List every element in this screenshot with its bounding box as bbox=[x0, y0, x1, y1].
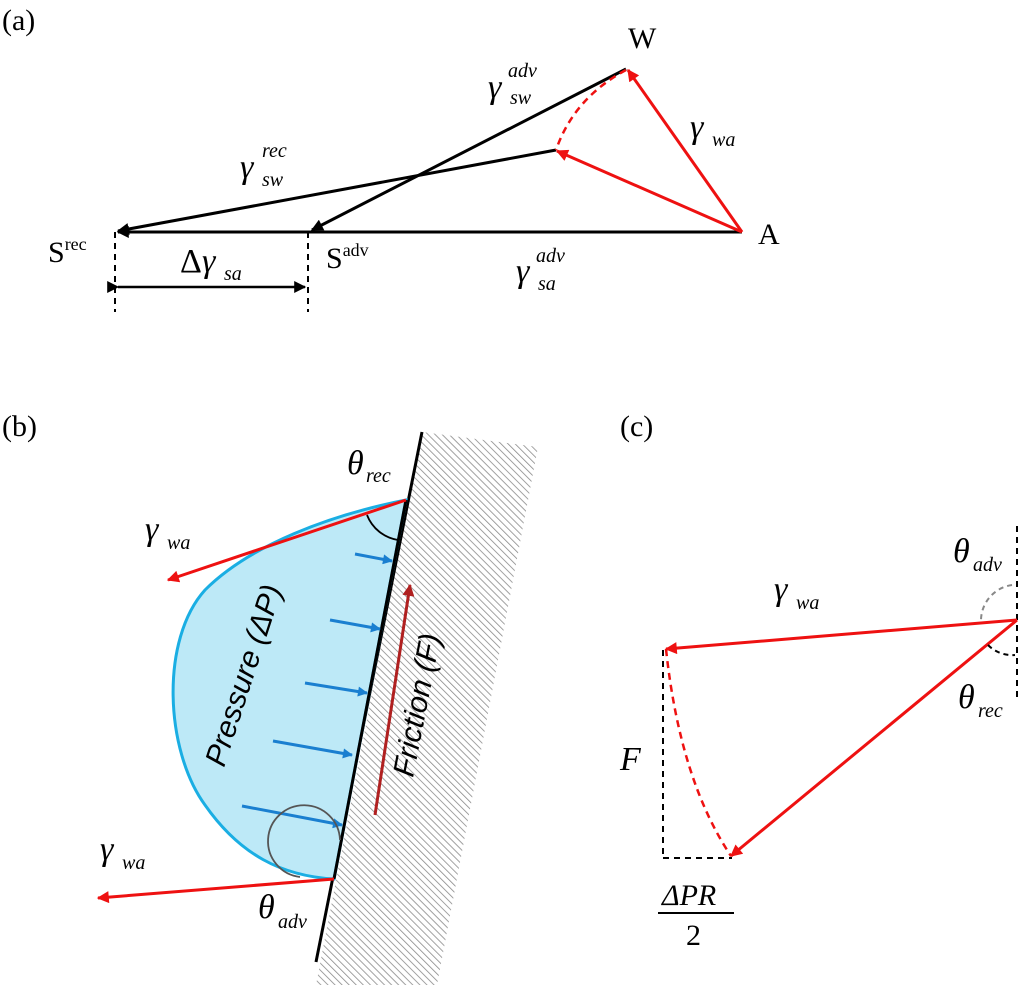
svg-text:θ: θ bbox=[958, 679, 975, 716]
panel-a-label: (a) bbox=[2, 4, 35, 37]
svg-text:wa: wa bbox=[712, 129, 735, 151]
rotation-arc bbox=[554, 68, 627, 151]
gamma-wa-rotated-vector-c bbox=[730, 618, 1018, 858]
gamma-wa-label-a: γ wa bbox=[690, 109, 735, 151]
fraction-denominator: 2 bbox=[686, 919, 701, 952]
pressure-fraction-label: ΔPR 2 bbox=[658, 879, 734, 952]
theta-adv-label-c: θ adv bbox=[953, 533, 1002, 576]
svg-text:θ: θ bbox=[258, 889, 275, 926]
gamma-wa-vector-c bbox=[664, 618, 1018, 655]
svg-text:γ: γ bbox=[145, 511, 160, 548]
pressure-arrow bbox=[329, 618, 381, 633]
theta-rec-label-b: θ rec bbox=[347, 445, 391, 487]
force-f-label: F bbox=[619, 741, 642, 778]
theta-rec-label-c: θ rec bbox=[958, 679, 1003, 722]
s-rec-label: Srec bbox=[48, 234, 87, 269]
delta-gamma-sa-label: Δ γ sa bbox=[180, 243, 242, 285]
point-a-label: A bbox=[758, 218, 780, 251]
theta-adv-arc-c bbox=[980, 584, 1013, 621]
s-adv-label: Sadv bbox=[326, 240, 369, 275]
svg-text:γ: γ bbox=[516, 253, 531, 290]
svg-text:adv: adv bbox=[508, 60, 537, 82]
gamma-wa-rec-vector bbox=[555, 149, 743, 234]
hatched-substrate bbox=[316, 432, 538, 985]
svg-text:wa: wa bbox=[796, 592, 819, 614]
panel-c: (c) γ wa θ adv θ rec F ΔPR 2 bbox=[619, 410, 1018, 952]
svg-text:sa: sa bbox=[538, 273, 556, 295]
svg-text:sa: sa bbox=[224, 263, 242, 285]
svg-text:γ: γ bbox=[488, 69, 503, 106]
panel-b-label: (b) bbox=[2, 410, 37, 443]
gamma-wa-adv-vector bbox=[626, 69, 744, 233]
svg-text:sw: sw bbox=[510, 87, 532, 109]
svg-text:sw: sw bbox=[262, 169, 284, 191]
friction-arrow bbox=[373, 583, 415, 816]
panel-c-label: (c) bbox=[620, 410, 653, 443]
theta-adv-label-b: θ adv bbox=[258, 889, 307, 933]
theta-rec-arc bbox=[366, 514, 399, 541]
svg-text:wa: wa bbox=[122, 852, 145, 874]
theta-adv-arc bbox=[267, 804, 341, 878]
gamma-sw-rec-label: γ rec sw bbox=[240, 140, 287, 191]
svg-text:γ: γ bbox=[100, 831, 115, 868]
svg-text:rec: rec bbox=[262, 140, 287, 162]
gamma-wa-bottom-label: γ wa bbox=[100, 831, 145, 874]
rotation-arc-c bbox=[664, 648, 733, 857]
svg-text:adv: adv bbox=[278, 911, 307, 933]
svg-text:γ: γ bbox=[202, 243, 217, 280]
gamma-wa-top-label: γ wa bbox=[145, 511, 190, 554]
pressure-arrow bbox=[354, 552, 393, 565]
pressure-arrow bbox=[304, 681, 368, 697]
gamma-sw-adv-label: γ adv sw bbox=[488, 60, 537, 109]
fraction-numerator: ΔPR bbox=[661, 879, 716, 912]
gamma-wa-bottom-vector bbox=[96, 877, 335, 904]
theta-rec-arc-c bbox=[987, 644, 1016, 657]
svg-text:θ: θ bbox=[347, 445, 364, 482]
svg-text:θ: θ bbox=[953, 533, 970, 570]
droplet-base-line bbox=[332, 499, 408, 880]
gamma-sw-rec-vector bbox=[116, 148, 557, 235]
pressure-arrow bbox=[241, 804, 343, 829]
pressure-arrow bbox=[272, 739, 353, 759]
svg-text:adv: adv bbox=[536, 245, 565, 267]
svg-text:γ: γ bbox=[774, 571, 789, 608]
svg-text:Δ: Δ bbox=[180, 243, 202, 280]
water-droplet bbox=[171, 498, 408, 881]
svg-text:rec: rec bbox=[366, 465, 391, 487]
svg-text:γ: γ bbox=[240, 149, 255, 186]
gamma-sw-adv-vector bbox=[310, 67, 627, 232]
point-w-label: W bbox=[628, 22, 657, 55]
svg-text:wa: wa bbox=[167, 532, 190, 554]
panel-b: (b) Pressure (ΔP) Friction (F) θ rec θ a bbox=[2, 410, 538, 985]
svg-text:adv: adv bbox=[973, 554, 1002, 576]
panel-a: (a) W A Srec Sadv γ adv sw γ rec sw bbox=[2, 4, 780, 312]
gamma-wa-top-vector bbox=[166, 498, 407, 583]
svg-text:rec: rec bbox=[978, 700, 1003, 722]
gamma-wa-label-c: γ wa bbox=[774, 571, 819, 614]
gamma-sa-adv-label: γ adv sa bbox=[516, 245, 565, 295]
svg-text:γ: γ bbox=[690, 109, 705, 146]
